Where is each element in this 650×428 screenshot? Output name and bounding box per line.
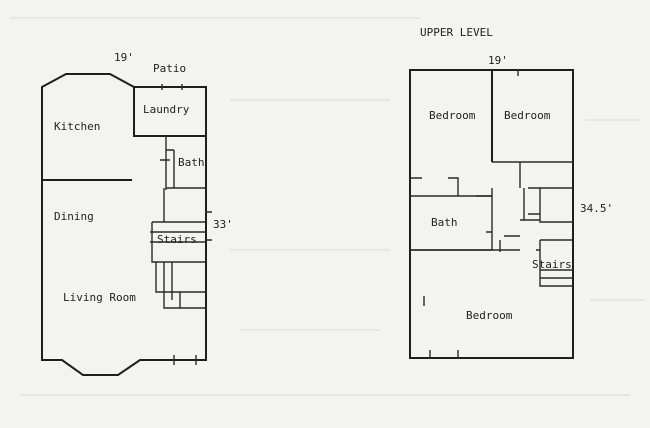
room-label-living-room: Living Room <box>63 291 136 304</box>
upper-level-title: UPPER LEVEL <box>420 26 493 39</box>
upper-stairs <box>528 187 573 287</box>
lower-closet-walls <box>150 188 206 263</box>
room-label-patio: Patio <box>153 62 186 75</box>
room-label-kitchen: Kitchen <box>54 120 100 133</box>
lower-level-plan <box>41 73 212 376</box>
upper-hall-walls <box>410 161 573 197</box>
lower-depth-dimension: 33' <box>213 218 233 231</box>
upper-door-ticks <box>423 70 519 358</box>
paper-texture <box>10 17 645 396</box>
room-label-dining: Dining <box>54 210 94 223</box>
laundry-walls <box>133 87 206 137</box>
lower-stairs <box>155 262 206 309</box>
room-label-laundry: Laundry <box>143 103 190 116</box>
upper-width-dimension: 19' <box>488 54 508 67</box>
upper-level-plan <box>409 69 574 359</box>
lower-width-dimension: 19' <box>114 51 134 64</box>
room-label-bedroom-2: Bedroom <box>504 109 551 122</box>
upper-closet-walls <box>499 162 540 252</box>
lower-door-ticks <box>161 84 212 365</box>
room-label-lower-stairs: Stairs <box>157 233 197 246</box>
lower-outer-wall <box>41 73 207 376</box>
room-label-bedroom-3: Bedroom <box>466 309 513 322</box>
upper-bath-walls <box>410 195 493 251</box>
room-label-bedroom-1: Bedroom <box>429 109 476 122</box>
room-label-upper-bath: Bath <box>431 216 458 229</box>
upper-depth-dimension: 34.5' <box>580 202 613 215</box>
room-label-lower-bath: Bath <box>178 156 205 169</box>
lower-bath-walls <box>160 136 206 190</box>
room-label-upper-stairs: Stairs <box>532 258 572 271</box>
